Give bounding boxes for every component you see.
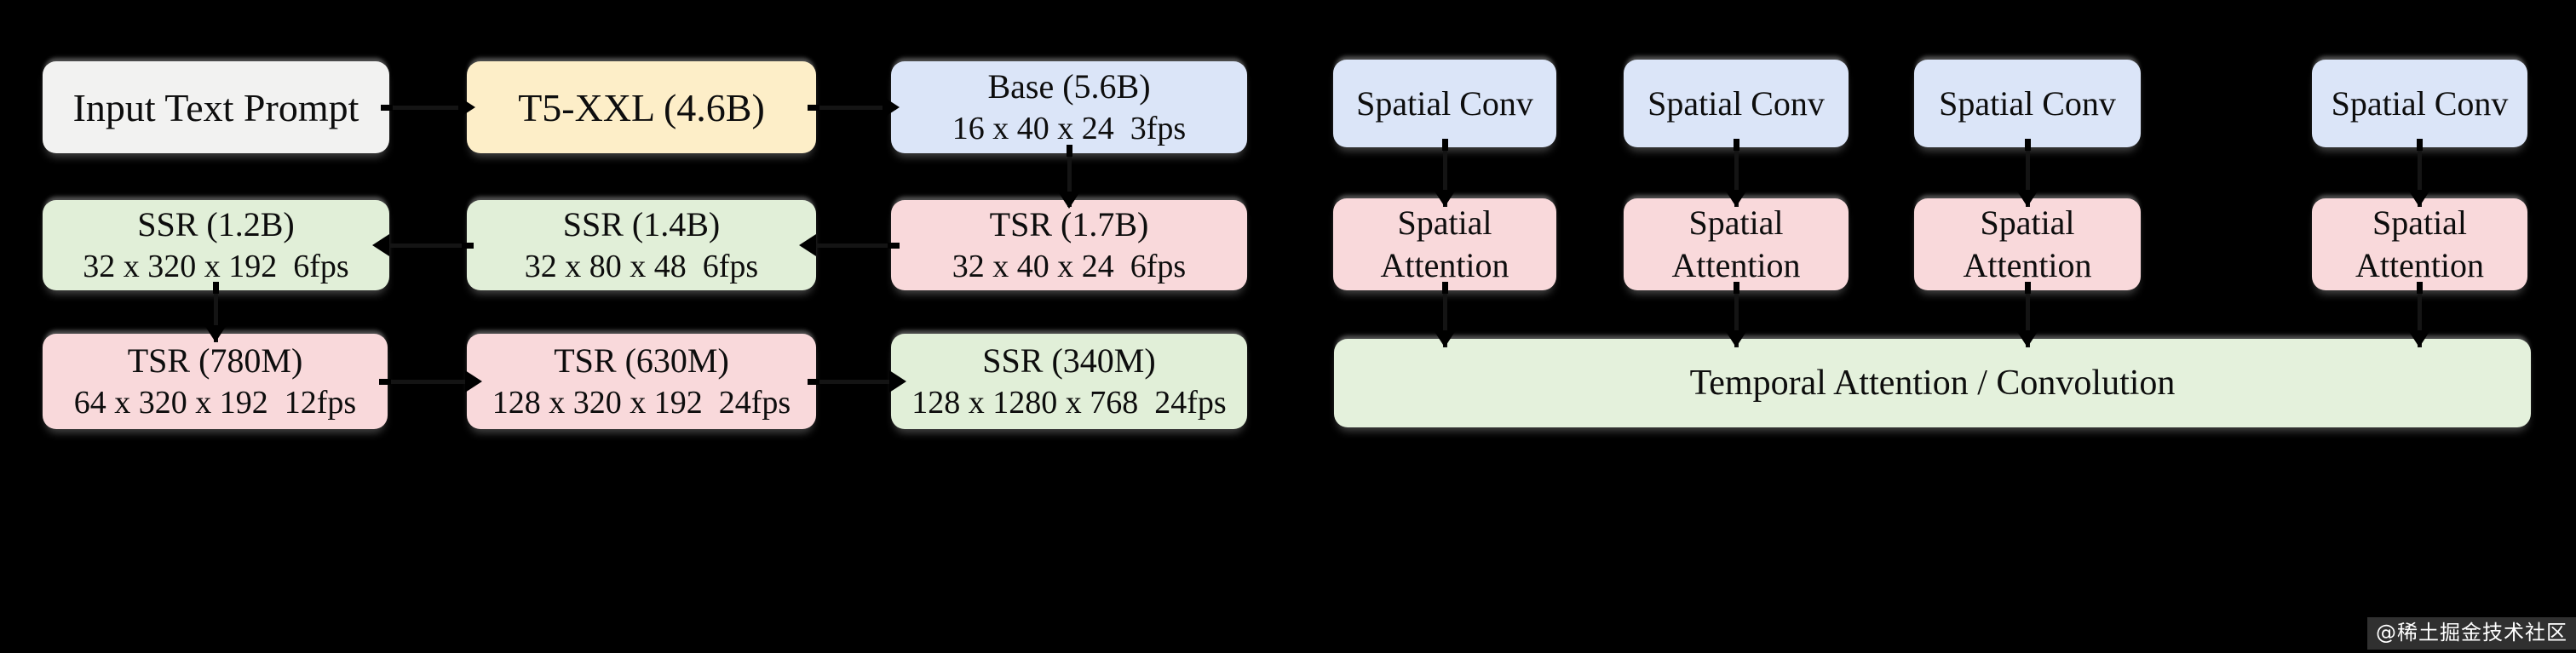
box-label: Temporal Attention / Convolution [1689,364,2176,403]
arrow-stub [1442,139,1448,151]
arrow-stub [2417,282,2423,294]
box-resolution: 32 x 40 x 24 6fps [952,249,1187,284]
box-label: SSR (1.2B) [137,205,295,243]
box-spatial-attention-4: Spatial Attention [2312,198,2527,290]
box-spatial-conv-3: Spatial Conv [1914,60,2141,147]
arrow-tsr630-to-ssr340 [808,380,900,384]
box-resolution: 64 x 320 x 192 12fps [73,385,357,421]
arrow-stub [808,379,819,385]
arrow-stub [213,282,219,294]
box-label: Spatial [2372,203,2468,242]
box-resolution: 32 x 80 x 48 6fps [524,249,759,284]
box-ssr-1-2b: SSR (1.2B) 32 x 320 x 192 6fps [43,200,389,290]
arrowhead-right-icon [465,370,482,392]
box-tsr-1-7b: TSR (1.7B) 32 x 40 x 24 6fps [891,200,1247,290]
box-label: Base (5.6B) [987,67,1151,106]
arrowhead-left-icon [799,234,816,256]
box-label: Spatial Conv [1356,84,1533,123]
box-label: SSR (340M) [982,341,1156,380]
arrow-stub [379,379,391,385]
arrowhead-left-icon [372,234,389,256]
box-label: Spatial Conv [2331,84,2509,123]
arrow-t5-to-base [808,106,896,110]
arrow-sc2-to-sa2 [1734,139,1739,207]
box-tsr-630m: TSR (630M) 128 x 320 x 192 24fps [467,334,816,429]
box-label: SSR (1.4B) [562,205,721,243]
watermark-text: @稀土掘金技术社区 [2376,621,2567,644]
arrowhead-down-icon [1725,330,1747,347]
box-resolution: 128 x 320 x 192 24fps [492,385,791,421]
box-label: Spatial [1688,203,1784,242]
box-label: Spatial Conv [1939,84,2116,123]
arrow-stub [462,243,474,249]
box-resolution: 128 x 1280 x 768 24fps [911,385,1227,421]
arrow-stub [2417,139,2423,151]
arrow-base-to-tsr17 [1067,145,1072,207]
box-label: TSR (630M) [554,341,729,380]
box-t5-xxl-encoder: T5-XXL (4.6B) [467,61,816,153]
arrowhead-down-icon [1434,330,1456,347]
arrow-sa2-to-temporal [1734,282,1739,347]
box-spatial-conv-2: Spatial Conv [1624,60,1849,147]
arrow-ssr12-to-tsr780 [214,282,218,342]
arrowhead-right-icon [883,96,900,118]
arrowhead-down-icon [2016,330,2038,347]
arrow-sc4-to-sa4 [2418,139,2422,207]
box-label: Spatial Conv [1647,84,1825,123]
arrow-stub [2025,282,2031,294]
box-label: Input Text Prompt [72,85,359,129]
arrowhead-right-icon [889,370,906,392]
arrow-tsr780-to-tsr630 [379,380,475,384]
arrowhead-down-icon [1725,190,1747,207]
watermark: @稀土掘金技术社区 [2367,617,2576,650]
box-label: Spatial [1980,203,2075,242]
box-label: T5-XXL (4.6B) [518,85,765,129]
arrow-sa1-to-temporal [1443,282,1447,347]
arrow-tsr17-to-ssr14 [806,243,900,248]
box-ssr-1-4b: SSR (1.4B) 32 x 80 x 48 6fps [467,200,816,290]
arrowhead-down-icon [2408,330,2430,347]
box-temporal-attention-convolution: Temporal Attention / Convolution [1334,339,2531,427]
box-label: Attention [1671,246,1801,284]
arrow-stub [1067,145,1072,157]
arrowhead-down-icon [1058,192,1080,209]
arrow-sa4-to-temporal [2418,282,2422,347]
box-tsr-780m: TSR (780M) 64 x 320 x 192 12fps [43,334,388,429]
box-spatial-attention-2: Spatial Attention [1624,198,1849,290]
arrow-sc3-to-sa3 [2026,139,2030,207]
arrow-stub [1734,282,1739,294]
arrow-stub [1442,282,1448,294]
arrow-stub [808,105,819,111]
arrowhead-down-icon [1434,190,1456,207]
box-resolution: 16 x 40 x 24 3fps [952,111,1187,146]
box-label: Attention [2355,246,2485,284]
box-spatial-conv-4: Spatial Conv [2312,60,2527,147]
arrowhead-right-icon [458,96,475,118]
box-resolution: 32 x 320 x 192 6fps [83,249,349,284]
box-label: TSR (780M) [127,341,303,380]
arrow-stub [1734,139,1739,151]
box-label: Spatial [1397,203,1492,242]
box-ssr-340m: SSR (340M) 128 x 1280 x 768 24fps [891,334,1247,429]
arrowhead-down-icon [2408,190,2430,207]
arrow-stub [888,243,900,249]
box-base-model: Base (5.6B) 16 x 40 x 24 3fps [891,61,1247,153]
box-spatial-conv-1: Spatial Conv [1333,60,1556,147]
arrowhead-down-icon [2016,190,2038,207]
box-label: Attention [1963,246,2092,284]
box-spatial-attention-3: Spatial Attention [1914,198,2141,290]
box-label: Attention [1380,246,1509,284]
box-spatial-attention-1: Spatial Attention [1333,198,1556,290]
box-label: TSR (1.7B) [989,205,1149,243]
arrowhead-down-icon [204,325,227,342]
arrow-stub [2025,139,2031,151]
arrow-input-to-t5 [381,106,469,110]
arrow-ssr14-to-ssr12 [379,243,474,248]
arrow-sa3-to-temporal [2026,282,2030,347]
arrow-sc1-to-sa1 [1443,139,1447,207]
arrow-stub [381,105,393,111]
box-input-text-prompt: Input Text Prompt [43,61,389,153]
